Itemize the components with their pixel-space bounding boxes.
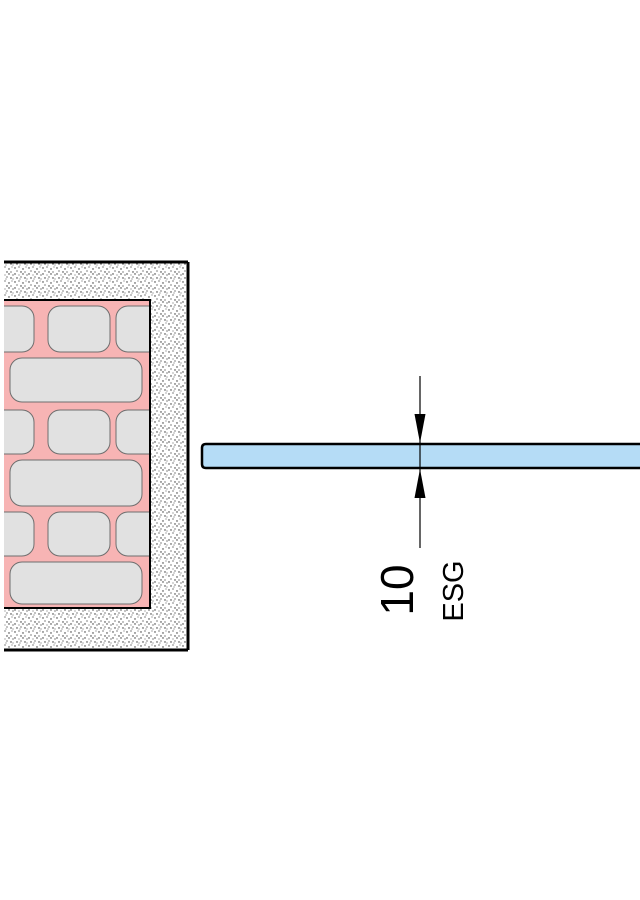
brick [115, 305, 150, 353]
brick [9, 561, 143, 605]
glass-type-label: ESG [438, 560, 470, 621]
dimension-arrow-top [414, 414, 426, 443]
brick [4, 409, 35, 455]
brick [47, 409, 111, 455]
brick [4, 305, 35, 353]
brick [47, 511, 111, 557]
brick-outline [4, 299, 151, 609]
dimension-arrow-bottom [414, 469, 426, 498]
glass-pane [200, 442, 640, 470]
thickness-dimension: 10 ESG [371, 376, 470, 622]
brick [115, 409, 150, 455]
brick [47, 305, 111, 353]
thickness-value: 10 [371, 564, 423, 615]
brick [9, 357, 143, 403]
brick [4, 511, 35, 557]
brick-masonry [4, 299, 151, 609]
brick [115, 511, 150, 557]
brick [9, 459, 143, 507]
